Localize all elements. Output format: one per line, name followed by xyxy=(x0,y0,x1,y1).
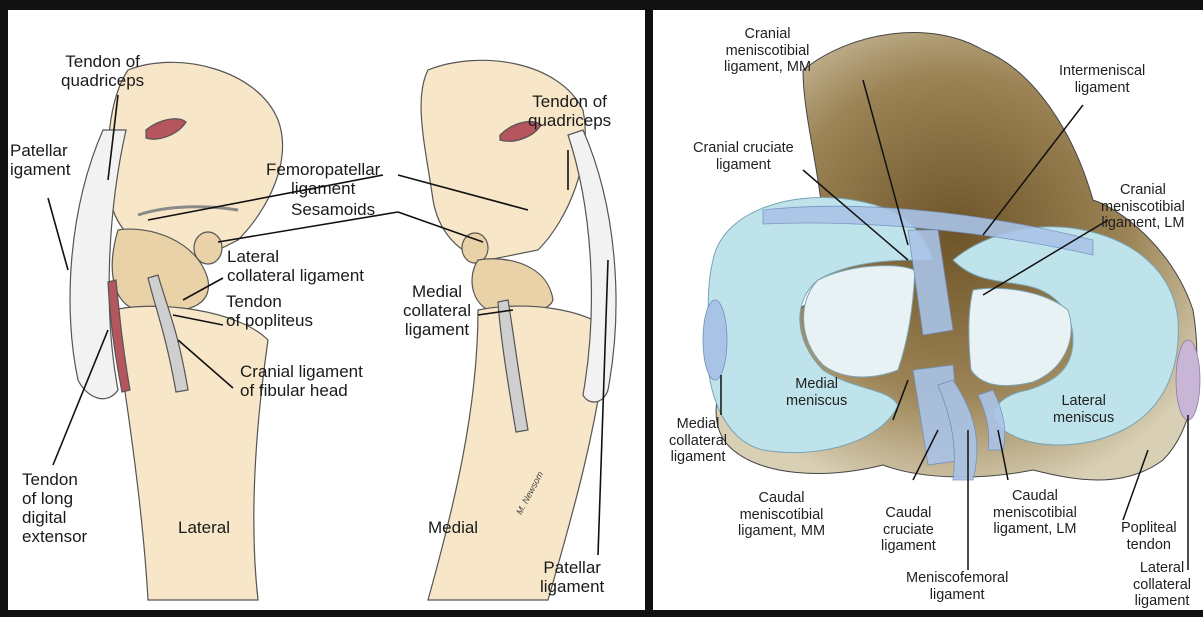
lateral-collateral-shape xyxy=(1176,340,1200,420)
label-sesamoids: Sesamoids xyxy=(291,200,375,219)
medial-femoral-condyle xyxy=(472,259,553,313)
medial-tibia xyxy=(428,306,608,600)
label-medial-view: Medial xyxy=(428,518,478,537)
medial-articular-surface xyxy=(804,266,915,377)
label-lateral-view: Lateral xyxy=(178,518,230,537)
medial-femur xyxy=(421,60,585,260)
lateral-view-knee xyxy=(70,62,282,600)
medial-collateral-shape xyxy=(703,300,727,380)
lateral-sesamoid xyxy=(194,232,222,264)
medial-sesamoid xyxy=(462,233,488,263)
